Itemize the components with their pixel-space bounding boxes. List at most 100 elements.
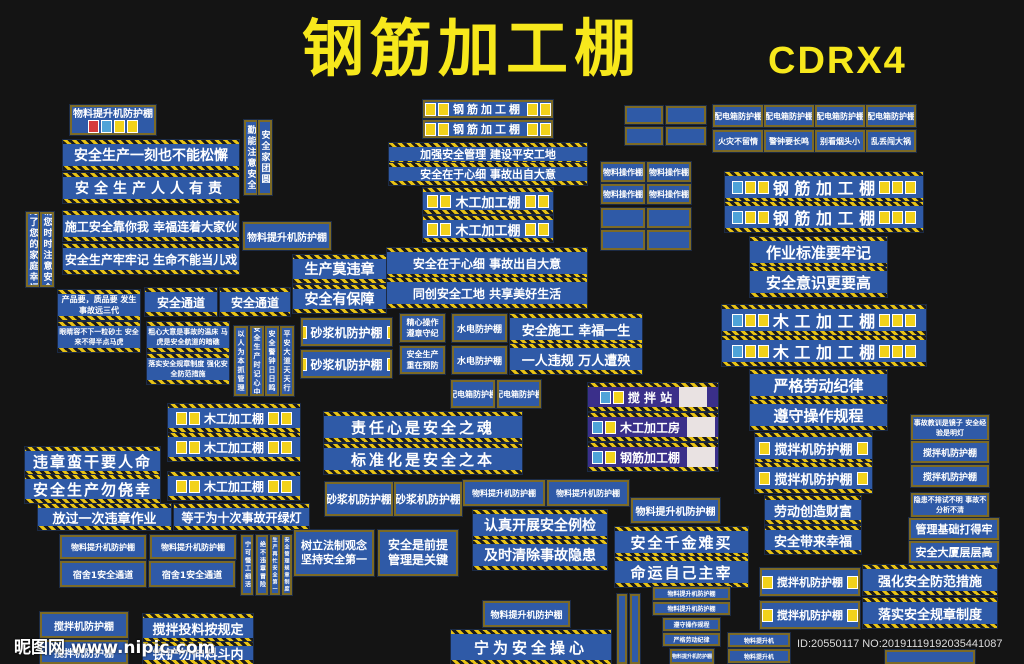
sign-distribution-box: 配电箱防护棚 — [764, 105, 814, 127]
slogan-sign: 安全生产勿侥幸 — [25, 475, 160, 503]
slogan-sign: 安全意识更要高 — [750, 267, 887, 297]
vertical-sign: 以人为本抓管理 — [234, 326, 248, 396]
sign-text: 物料提升机防护棚 — [73, 108, 153, 120]
sign-material-hoist: 物料提升机 — [728, 649, 790, 663]
slogan-sign: 严格劳动纪律 — [750, 370, 887, 400]
sign-mixing-station: 搅 拌 站 — [588, 383, 718, 411]
info-board — [625, 127, 663, 145]
slogan-sign: 认真开展安全例检 — [473, 510, 607, 540]
slogan-sign: 遵守操作规程 — [663, 618, 720, 631]
slogan-sign: 等于为十次事故开绿灯 — [174, 504, 309, 530]
slogan-sign: 安全生产一刻也不能松懈 — [63, 140, 239, 170]
vertical-sign — [630, 594, 640, 664]
info-board — [601, 208, 645, 228]
sign-mortar-shed: 砂浆机防护棚 — [325, 482, 393, 516]
slogan-sign: 施工安全靠你我 幸福连着大家伙 — [63, 211, 239, 241]
sign-wood-shed: 木工加工棚 — [168, 433, 300, 461]
slogan-sign: 安全施工 幸福一生 — [510, 314, 642, 344]
sign-distribution-box: 配电箱防护棚 — [451, 380, 495, 408]
fire-slogan: 火灾不留情 — [713, 130, 763, 152]
sign-mortar-shed: 砂浆机防护棚 — [394, 482, 462, 516]
sign-steel-shed-large: 钢 筋 加 工 棚 — [725, 172, 923, 202]
sign-steel-shed: 钢筋加工棚 — [423, 100, 553, 118]
sign-material-hoist: 物料提升机防护棚 — [631, 498, 720, 523]
format-label: CDRX4 — [768, 40, 907, 82]
sign-mortar-shed: 砂浆机防护棚 — [301, 318, 392, 346]
sign-material-hoist: 物料提升机防护棚 — [483, 601, 570, 627]
slogan-sign: 放过一次违章作业 — [38, 504, 171, 530]
slogan-sign: 及时清除事故隐患 — [473, 540, 607, 570]
sign-wood-shed: 木工加工棚 — [168, 404, 300, 432]
slogan-sign: 命运自己主宰 — [615, 557, 748, 587]
sign-material-op: 物料操作棚 — [601, 162, 645, 182]
vertical-sign: 安全家团圆 — [258, 120, 272, 195]
info-board — [666, 127, 706, 145]
sign-mixer-shed — [885, 650, 975, 664]
sign-mixer-shed: 搅拌机防护棚 — [40, 612, 128, 638]
vertical-sign: 生产再忙安全第一 — [270, 535, 280, 595]
fire-slogan: 乱丢闯大祸 — [866, 130, 916, 152]
sign-mixer-shed: 搅拌机防护棚 — [755, 463, 872, 493]
sign-wood-shed-large: 木 工 加 工 棚 — [722, 305, 926, 335]
slogan-sign: 产品要，质品要 发生事故远三代 — [58, 290, 140, 320]
slogan-sign: 标准化是安全之本 — [324, 444, 522, 474]
slogan-sign: 安全生产人人有责 — [63, 173, 239, 203]
watermark-site: 昵图网 www.nipic.com — [14, 638, 216, 658]
sign-mixer-shed: 搅拌机防护棚 — [911, 465, 989, 487]
fire-slogan: 别看烟头小 — [815, 130, 865, 152]
sign-distribution-box: 配电箱防护棚 — [497, 380, 541, 408]
info-board — [625, 106, 663, 124]
sign-material-hoist: 物料提升机防护棚 — [243, 222, 331, 250]
sign-dorm-passage: 宿舍1安全通道 — [60, 561, 146, 587]
vertical-sign: 安全警钟日日鸣 — [265, 326, 279, 396]
slogan-sign: 同创安全工地 共享美好生活 — [387, 278, 587, 308]
page-title: 钢筋加工棚 — [302, 12, 643, 85]
vertical-sign: 宁可慢工细活 — [241, 535, 253, 595]
slogan-sign: 宁为安全操心 — [451, 630, 611, 664]
vertical-sign: 安全生产时记心中 — [250, 326, 264, 396]
sign-material-hoist: 物料提升机防护棚 — [670, 649, 714, 664]
vertical-sign — [617, 594, 627, 664]
slogan-sign: 严格劳动纪律 — [663, 633, 720, 646]
sign-material-op: 物料操作棚 — [647, 184, 691, 204]
slogan-sign: 落实安全规章制度 — [863, 598, 997, 628]
sign-material-hoist: 物料提升机防护棚 — [653, 587, 730, 600]
slogan-sign: 加强安全管理 建设平安工地 — [389, 143, 587, 165]
slogan-sign: 落实安全规章制度 强化安全防范措施 — [147, 354, 229, 384]
sign-mixer-shed: 搅拌机防护棚 — [760, 568, 860, 596]
info-board — [647, 230, 691, 250]
vertical-sign: 为了您的家庭幸福 — [26, 212, 40, 287]
slogan-sign: 安全有保障 — [293, 285, 386, 313]
slogan-sign: 作业标准要牢记 — [750, 237, 887, 267]
sign-plumbing-shed: 水电防护棚 — [452, 346, 507, 374]
vertical-sign: 安全管理规章制度 — [282, 535, 292, 595]
slogan-sign: 安全千金难买 — [615, 527, 748, 557]
sign-wood-shed: 木工加工棚 — [423, 216, 553, 242]
slogan-sign: 责任心是安全之魂 — [324, 412, 522, 442]
slogan-sign: 一人违规 万人遭殃 — [510, 344, 642, 374]
info-board — [647, 208, 691, 228]
sign-safety-passage: 安全通道 — [145, 288, 217, 316]
slogan-sign: 铁铲勿伸料斗内 — [143, 642, 253, 664]
slogan-sign: 树立法制观念 坚持安全第一 — [294, 530, 374, 576]
sign-wood-shed-large: 木 工 加 工 棚 — [722, 336, 926, 366]
sign-steel-shed: 钢筋加工棚 — [423, 120, 553, 138]
sign-distribution-box: 配电箱防护棚 — [866, 105, 916, 127]
fire-slogan: 警钟要长鸣 — [764, 130, 814, 152]
slogan-sign: 违章蛮干要人命 — [25, 447, 160, 475]
slogan-sign: 强化安全防范措施 — [863, 565, 997, 595]
sign-wood-shed: 木工加工棚 — [168, 472, 300, 500]
sign-mixer-shed: 搅拌机防护棚 — [760, 601, 860, 629]
slogan-sign: 安全在于心细 事故出自大意 — [387, 248, 587, 278]
info-board — [601, 230, 645, 250]
slogan-sign: 隐患不排试不明 事故不分析不清 — [911, 493, 989, 517]
sign-distribution-box: 配电箱防护棚 — [713, 105, 763, 127]
slogan-sign: 安全是前提 管理是关键 — [378, 530, 458, 576]
sign-mixer-shed: 搅拌机防护棚 — [40, 640, 128, 664]
sign-plumbing-shed: 水电防护棚 — [452, 314, 507, 342]
sign-mortar-shed: 砂浆机防护棚 — [301, 350, 392, 378]
sign-material-op: 物料操作棚 — [601, 184, 645, 204]
sign-material-hoist: 物料提升机防护棚 — [463, 480, 545, 506]
sign-material-hoist: 物料提升机防护棚 — [653, 602, 730, 615]
slogan-sign: 安全在于心细 事故出自大意 — [389, 163, 587, 185]
